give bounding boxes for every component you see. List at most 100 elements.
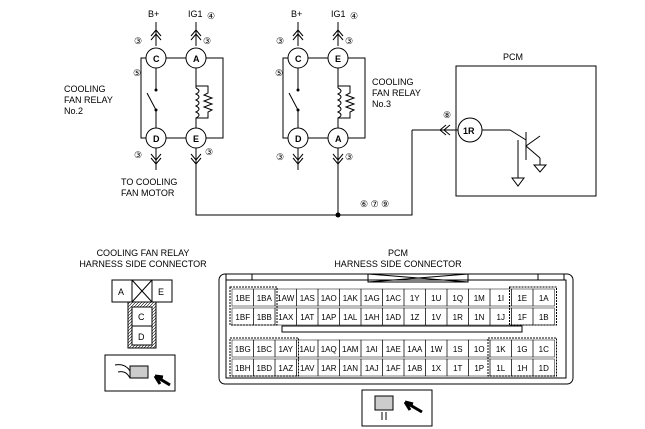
pcm-1r-mark: ⑧ — [443, 110, 451, 120]
junction-marks: ⑥ ⑦ ⑨ — [360, 199, 389, 209]
pcm-pin-label: 1B — [539, 313, 549, 322]
relay2-box — [140, 57, 224, 139]
pcm-pin-label: 1C — [539, 345, 549, 354]
pcm-pin-label: 1AU — [299, 345, 315, 354]
relay3-terminal-a-label: A — [335, 134, 342, 144]
pcm-pin-label: 1AE — [386, 345, 401, 354]
pcm-pin-label: 1AG — [364, 294, 380, 303]
relay3-terminal-d-label: D — [295, 134, 302, 144]
relay2-ig1-label: IG1 — [188, 9, 203, 19]
pcm-pin-label: 1X — [431, 364, 441, 373]
pcm-pin-label: 1AR — [321, 364, 337, 373]
signal-wire — [195, 130, 413, 216]
pcm-title: PCM — [503, 52, 523, 62]
pcm-key-top-right — [537, 273, 565, 281]
relay-no2: B+ IG1 ④ ③ ③ C A D E ⑤ ③ ③ — [133, 9, 224, 170]
relay3-c-arrow — [292, 22, 304, 46]
pcm-pin-label: 1I — [497, 294, 504, 303]
pcm-pin-label: 1AJ — [365, 364, 379, 373]
relay3-d-mark: ③ — [276, 152, 284, 162]
relay3-terminal-c-label: C — [295, 54, 302, 64]
pcm-pin-label: 1AB — [407, 364, 422, 373]
wire-junction — [335, 212, 341, 218]
pcm-pin-cell — [532, 339, 555, 358]
pcm-pin-label: 1AP — [321, 313, 336, 322]
relay3-a-arrow — [332, 148, 344, 170]
relay3-ig1-label: IG1 — [331, 9, 346, 19]
pcm-pin-label: 1AC — [385, 294, 401, 303]
relay2-e-mark: ③ — [205, 147, 213, 157]
pcm-pin-label: 1BB — [257, 313, 272, 322]
pcm-pin-label: 1AV — [300, 364, 315, 373]
pcm-pin-label: 1J — [497, 313, 505, 322]
relay2-bplus-label: B+ — [148, 9, 159, 19]
pcm-pin-label: 1BE — [235, 294, 250, 303]
pcm-pin-label: 1AT — [300, 313, 314, 322]
pcm-pin-label: 1D — [539, 364, 549, 373]
pcm-pin-label: 1O — [474, 345, 485, 354]
relay3-terminal-e-label: E — [335, 54, 341, 64]
relay2-d-arrow — [150, 148, 162, 170]
relay3-box — [282, 57, 366, 139]
relay3-e-arrow — [332, 22, 344, 46]
pcm-pin-label: 1AA — [407, 345, 423, 354]
pcm-pin-group-frame — [229, 286, 278, 326]
pcm-pin-label: 1AS — [300, 294, 315, 303]
pcm-pin-label: 1BD — [256, 364, 272, 373]
relay3-e-mark: ③ — [345, 36, 353, 46]
pcm-pin-label: 1A — [539, 294, 549, 303]
relay2-terminal-c-label: C — [153, 54, 160, 64]
relay3-switch — [288, 68, 299, 128]
relay-harness-connector: A E C D — [104, 279, 176, 392]
pcm-pin-group-frame — [509, 286, 557, 326]
relay2-e-arrow — [190, 148, 202, 170]
relay3-d-arrow — [292, 148, 304, 170]
pcm-box — [455, 65, 597, 197]
pcm-pin-label: 1P — [474, 364, 484, 373]
pcm-pin-label: 1BG — [235, 345, 251, 354]
relay2-c-arrow — [150, 22, 162, 46]
pcm-pin-label: 1AX — [278, 313, 294, 322]
pcm-ground — [511, 140, 525, 187]
pcm-terminal-1r-label: 1R — [463, 126, 475, 136]
relay3-resistor — [338, 85, 356, 119]
pcm-key-top-left — [225, 273, 253, 281]
pcm-pin-label: 1BA — [257, 294, 273, 303]
pcm-pin-label: 1AF — [386, 364, 401, 373]
pcm-module: PCM 1R ⑧ — [412, 52, 597, 197]
pcm-pin-label: 1AZ — [278, 364, 293, 373]
relay-pin-a: A — [118, 287, 124, 297]
relay-pin-d: D — [138, 332, 145, 342]
relay3-bplus-label: B+ — [291, 9, 302, 19]
pcm-pin-group-frame — [229, 337, 299, 377]
relay2-terminal-a-label: A — [193, 54, 200, 64]
pcm-pin-label: 1H — [517, 364, 527, 373]
relay3-coil — [336, 68, 342, 128]
pcm-pin-label: 1BC — [256, 345, 272, 354]
relay2-terminal-e-label: E — [193, 134, 199, 144]
pcm-pin-label: 1BH — [235, 364, 251, 373]
pcm-pin-label: 1AH — [364, 313, 380, 322]
pcm-pin-label: 1AM — [342, 345, 359, 354]
pcm-pin-label: 1E — [517, 294, 527, 303]
pcm-connector-thumbnail — [361, 389, 433, 427]
pcm-pin-label: 1N — [474, 313, 484, 322]
relay2-switch — [146, 68, 157, 128]
relay3-ig1-mark: ④ — [350, 11, 358, 21]
pcm-pin-label: 1M — [474, 294, 485, 303]
pcm-pin-label: 1AW — [277, 294, 294, 303]
relay2-resistor — [196, 85, 214, 119]
pcm-pin-label: 1T — [453, 364, 462, 373]
pcm-pin-label: 1K — [496, 345, 506, 354]
pcm-pin-group-frame — [487, 337, 557, 377]
pcm-pin-label: 1R — [453, 313, 463, 322]
relay3-c-mark: ③ — [276, 36, 284, 46]
relay-pin-e: E — [158, 287, 164, 297]
pcm-pin-label: 1AN — [342, 364, 358, 373]
